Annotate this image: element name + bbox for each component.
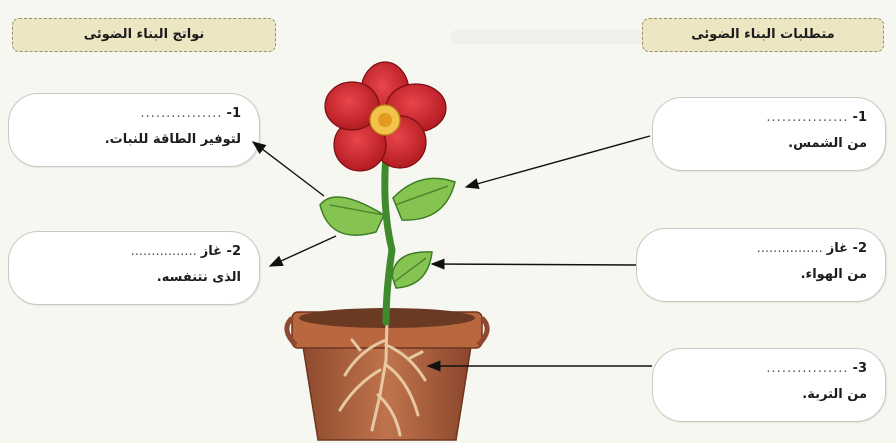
- arrow-energy: [253, 142, 324, 196]
- arrow-air: [432, 264, 636, 265]
- arrow-sunlight: [466, 136, 650, 187]
- arrow-oxygen: [270, 236, 336, 266]
- flower: [325, 62, 446, 171]
